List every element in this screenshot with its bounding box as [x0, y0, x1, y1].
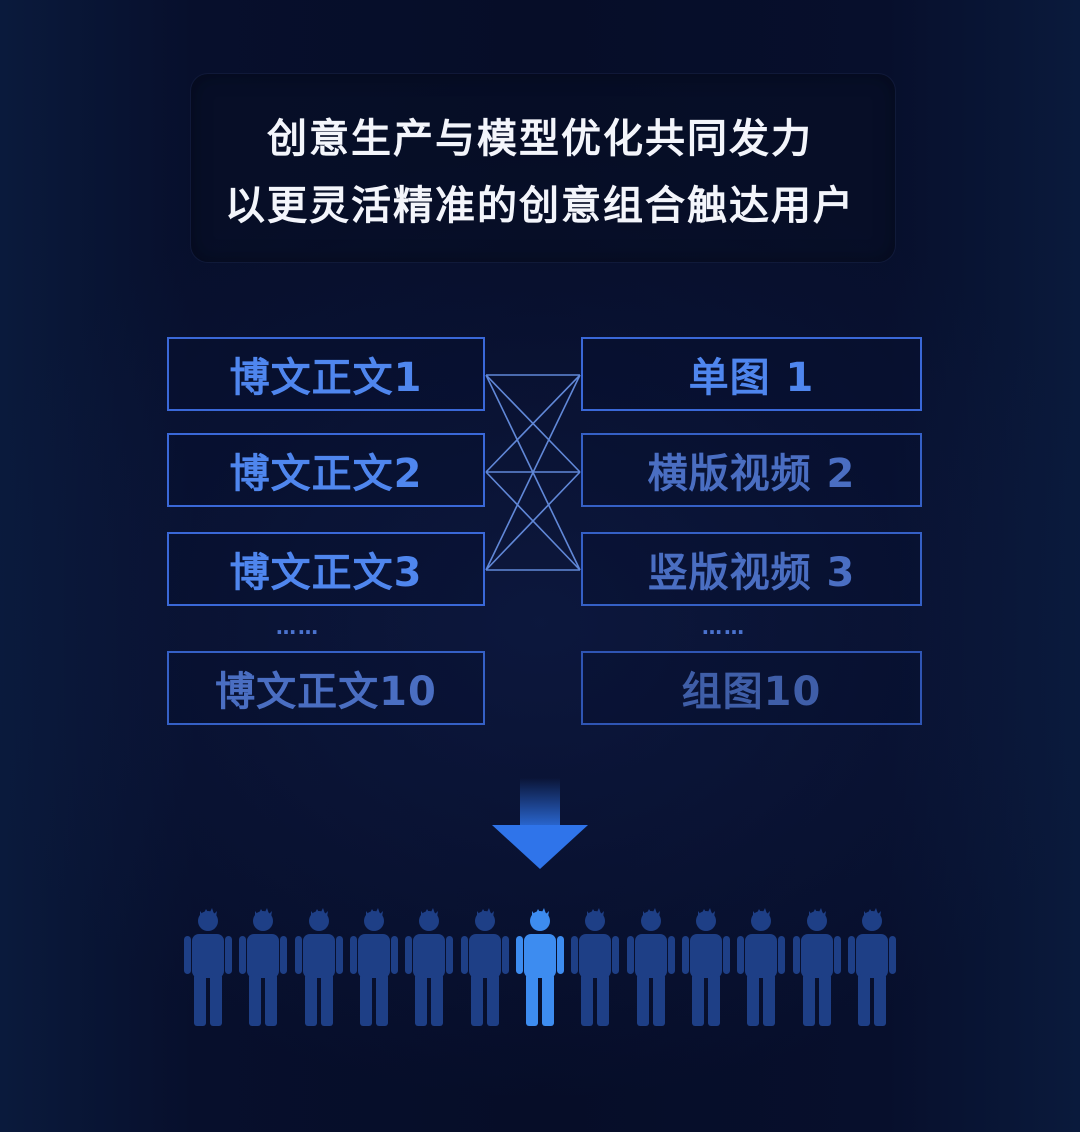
left-item-10: 博文正文10	[167, 651, 485, 725]
person-icon-highlighted	[515, 908, 564, 1026]
left-ellipsis: ……	[276, 615, 320, 639]
down-arrow-icon	[492, 778, 588, 869]
headline-line-2: 以更灵活精准的创意组合触达用户	[225, 183, 855, 229]
person-icon	[571, 908, 620, 1026]
right-item-10: 组图10	[581, 651, 922, 725]
person-icon	[294, 908, 343, 1026]
right-item-3: 竖版视频 3	[581, 532, 922, 606]
link-line	[485, 471, 581, 571]
link-line	[485, 374, 581, 571]
person-icon	[792, 908, 841, 1026]
person-icon	[349, 908, 398, 1026]
left-item-1: 博文正文1	[167, 337, 485, 411]
right-item-2: 横版视频 2	[581, 433, 922, 507]
left-item-3: 博文正文3	[167, 532, 485, 606]
person-icon	[626, 908, 675, 1026]
person-icon	[184, 908, 232, 1026]
person-icon	[737, 908, 786, 1026]
headline-line-1: 创意生产与模型优化共同发力	[267, 116, 813, 162]
right-item-1: 单图 1	[581, 337, 922, 411]
person-icon	[681, 908, 730, 1026]
headline-card	[190, 73, 896, 263]
right-ellipsis: ……	[702, 615, 746, 639]
user-crowd	[184, 908, 896, 1028]
left-item-2: 博文正文2	[167, 433, 485, 507]
person-icon	[405, 908, 454, 1026]
person-icon	[847, 908, 896, 1026]
link-line	[485, 374, 581, 473]
person-icon	[239, 908, 288, 1026]
person-icon	[460, 908, 509, 1026]
